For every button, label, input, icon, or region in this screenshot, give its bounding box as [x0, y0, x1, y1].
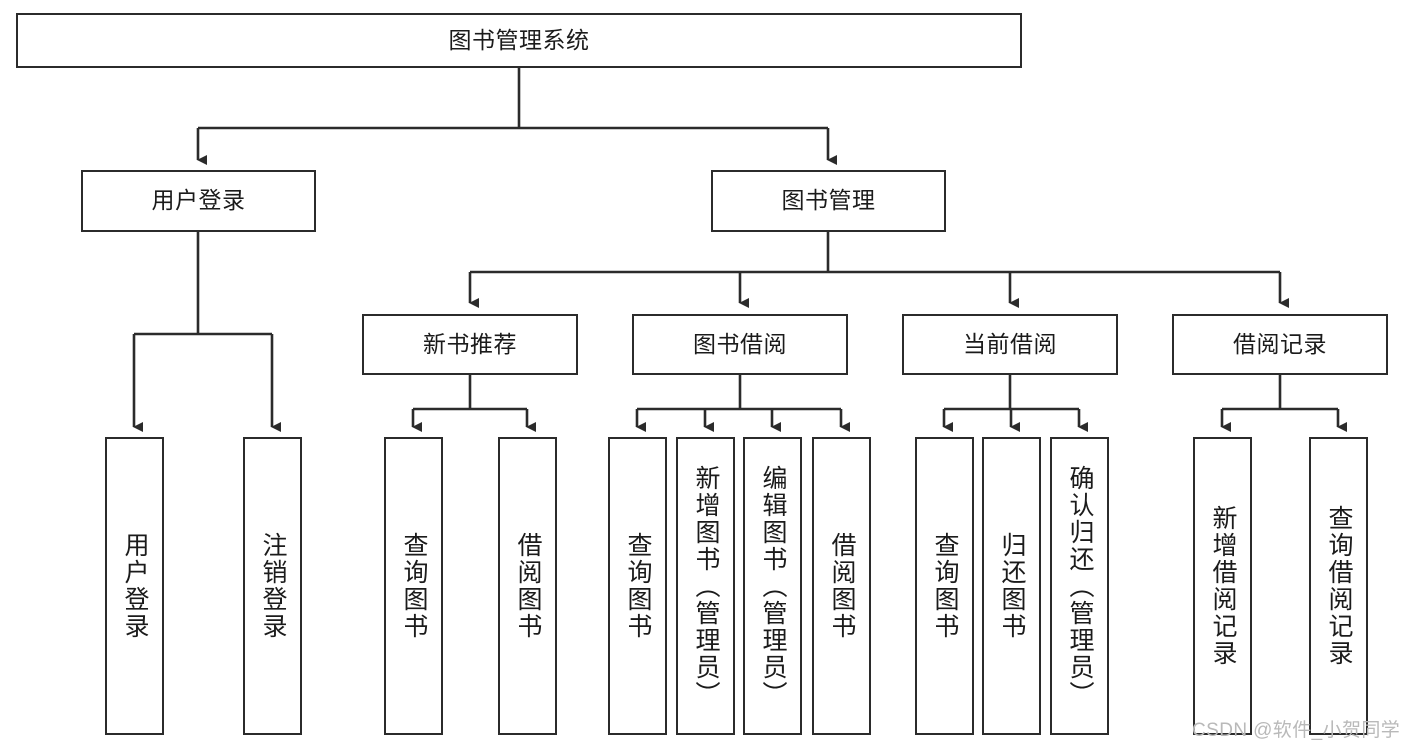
node-leaf-recommend-borrow-book-label: 借阅图书	[514, 532, 542, 640]
node-book-borrow[interactable]: 图书借阅	[632, 314, 848, 375]
node-leaf-current-return-book-label: 归还图书	[998, 532, 1026, 640]
node-new-book-recommend[interactable]: 新书推荐	[362, 314, 578, 375]
csdn-watermark: CSDN @软件_小贺同学	[1192, 720, 1401, 741]
node-leaf-user-logout-label: 注销登录	[259, 532, 287, 640]
node-root-label: 图书管理系统	[448, 26, 590, 53]
node-leaf-borrow-add-book-label: 新增图书（管理员）	[692, 464, 720, 708]
node-leaf-record-add[interactable]: 新增借阅记录	[1193, 437, 1252, 735]
node-borrow-record[interactable]: 借阅记录	[1172, 314, 1388, 375]
node-leaf-borrow-edit-book[interactable]: 编辑图书（管理员）	[743, 437, 802, 735]
node-leaf-current-confirm-return[interactable]: 确认归还（管理员）	[1050, 437, 1109, 735]
node-leaf-recommend-query-book-label: 查询图书	[400, 532, 428, 640]
node-leaf-current-query-book-label: 查询图书	[931, 532, 959, 640]
node-leaf-current-return-book[interactable]: 归还图书	[982, 437, 1041, 735]
node-leaf-record-query[interactable]: 查询借阅记录	[1309, 437, 1368, 735]
node-book-manage[interactable]: 图书管理	[711, 170, 946, 232]
node-current-borrow-label: 当前借阅	[963, 330, 1057, 357]
node-leaf-current-query-book[interactable]: 查询图书	[915, 437, 974, 735]
node-leaf-record-query-label: 查询借阅记录	[1325, 505, 1353, 667]
node-user-login-label: 用户登录	[151, 187, 246, 214]
node-root[interactable]: 图书管理系统	[16, 13, 1022, 68]
node-book-borrow-label: 图书借阅	[693, 330, 787, 357]
node-leaf-user-logout[interactable]: 注销登录	[243, 437, 302, 735]
node-leaf-borrow-borrow-book-label: 借阅图书	[828, 532, 856, 640]
node-leaf-record-add-label: 新增借阅记录	[1209, 505, 1237, 667]
node-leaf-borrow-borrow-book[interactable]: 借阅图书	[812, 437, 871, 735]
node-leaf-user-login[interactable]: 用户登录	[105, 437, 164, 735]
node-leaf-borrow-edit-book-label: 编辑图书（管理员）	[759, 464, 787, 708]
node-leaf-current-confirm-return-label: 确认归还（管理员）	[1066, 464, 1094, 708]
node-current-borrow[interactable]: 当前借阅	[902, 314, 1118, 375]
node-leaf-borrow-query-book-label: 查询图书	[624, 532, 652, 640]
node-leaf-borrow-add-book[interactable]: 新增图书（管理员）	[676, 437, 735, 735]
node-leaf-borrow-query-book[interactable]: 查询图书	[608, 437, 667, 735]
node-leaf-recommend-query-book[interactable]: 查询图书	[384, 437, 443, 735]
node-leaf-user-login-label: 用户登录	[121, 532, 149, 640]
node-leaf-recommend-borrow-book[interactable]: 借阅图书	[498, 437, 557, 735]
node-book-manage-label: 图书管理	[781, 187, 876, 214]
node-new-book-recommend-label: 新书推荐	[423, 330, 517, 357]
node-user-login[interactable]: 用户登录	[81, 170, 316, 232]
node-borrow-record-label: 借阅记录	[1233, 330, 1327, 357]
